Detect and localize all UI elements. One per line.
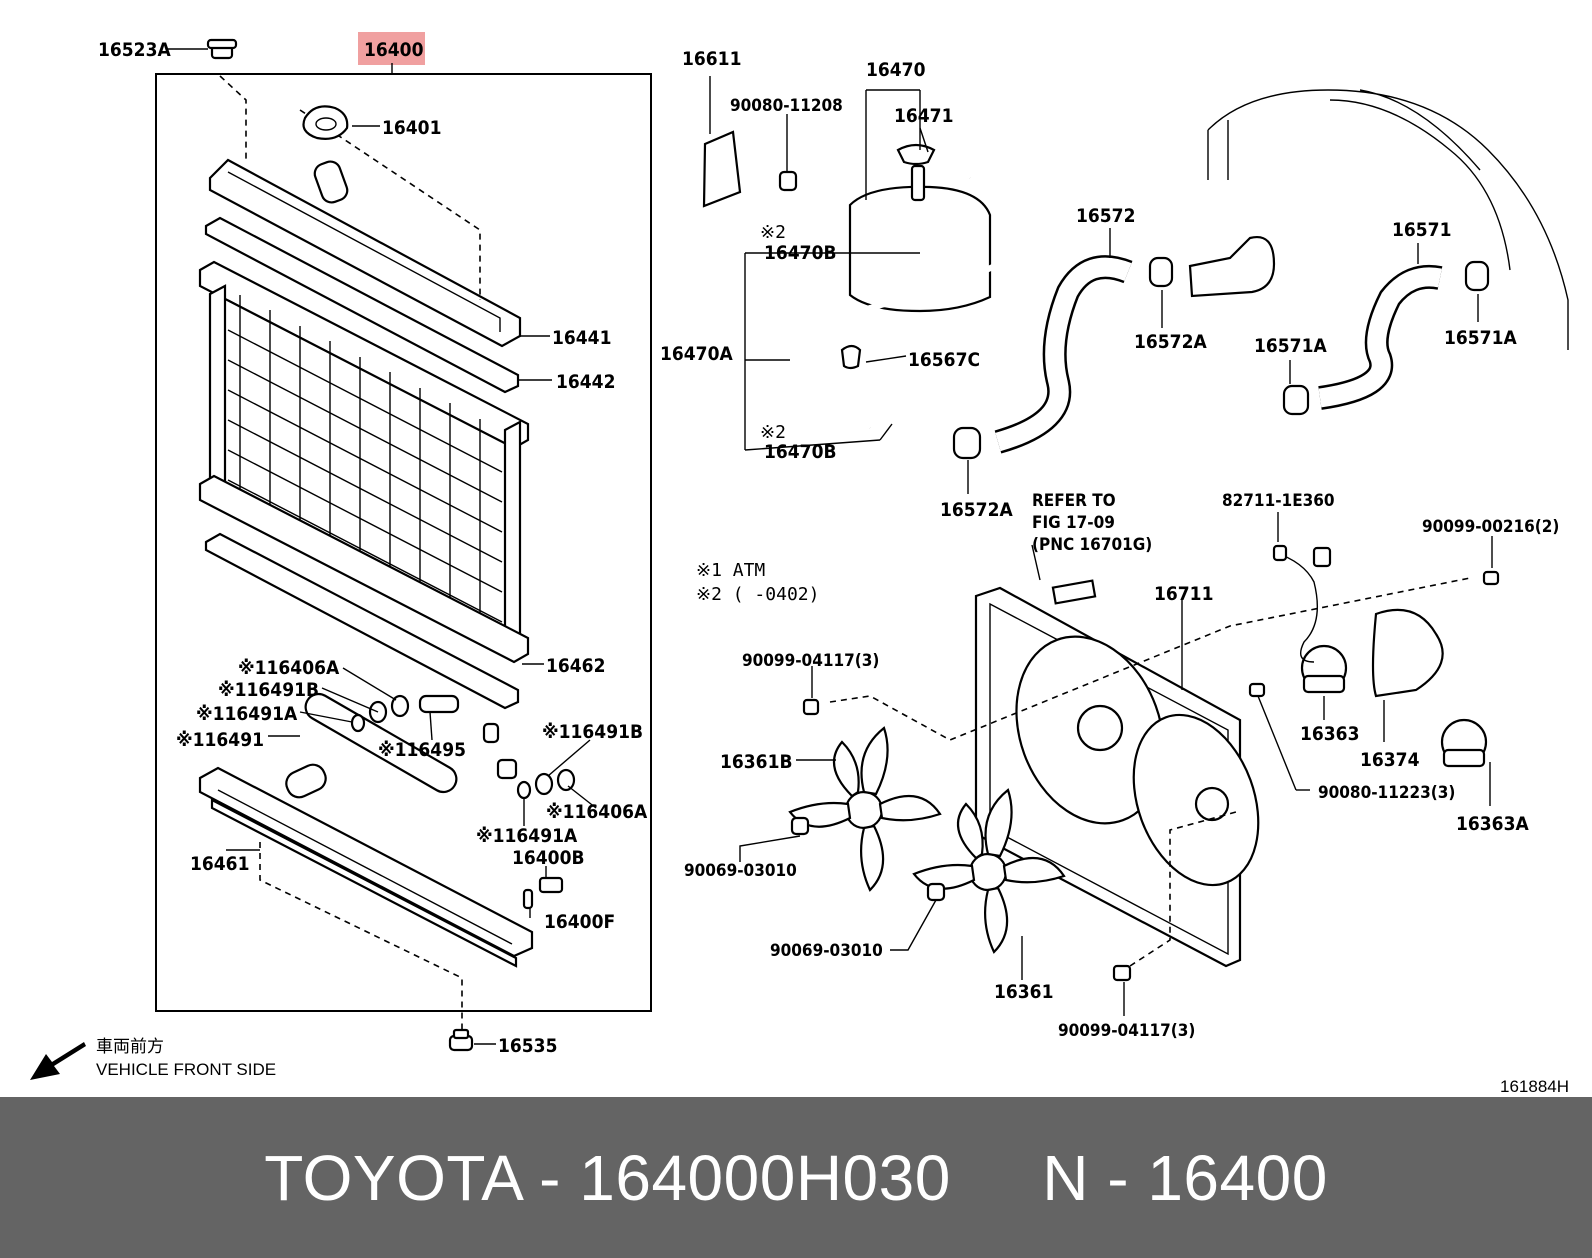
label-16363: 16363 (1300, 723, 1359, 745)
fan-blade-icon (788, 726, 942, 892)
label-16462: 16462 (546, 655, 605, 677)
lower-tank-icon (198, 763, 534, 968)
label-90080-11208: 90080-11208 (730, 96, 843, 116)
fan-shroud-group (30, 512, 1500, 1080)
vehicle-front-jp: 車両前方 (96, 1037, 164, 1056)
label-16495: ※116495 (378, 739, 466, 761)
label-16374: 16374 (1360, 749, 1420, 771)
reservoir-group (702, 76, 1569, 494)
fan-motor-icon-2 (1440, 718, 1488, 768)
highlight-16400 (358, 32, 425, 65)
water-outlet-icon (1188, 235, 1276, 298)
radiator-assembly-group (155, 32, 652, 1052)
label-16470B-bottom: 16470B (764, 441, 837, 463)
label-16491A-left: ※116491A (196, 703, 298, 725)
label-16442: 16442 (556, 371, 615, 393)
label-16361B: 16361B (720, 751, 793, 773)
hose-clamp-icon-2 (1148, 256, 1174, 288)
figure-code: 161884H (1500, 1077, 1569, 1096)
legend-note-1: ※1 ATM (696, 560, 765, 581)
vehicle-front-arrow-icon (30, 1042, 86, 1080)
screw-icon-2 (1248, 682, 1266, 698)
label-90099-00216: 90099-00216(2) (1422, 517, 1559, 537)
label-16572: 16572 (1076, 205, 1135, 227)
radiator-parts-diagram: 16523A 16400 16401 16441 16442 16462 ※11… (30, 32, 1569, 1096)
label-90069-03010-a: 90069-03010 (684, 861, 797, 881)
assembly-frame (155, 73, 652, 1012)
label-16470: 16470 (866, 59, 926, 81)
label-16572A-top: 16572A (1134, 331, 1207, 353)
radiator-core-icon (198, 260, 530, 664)
refer-text-line3: (PNC 16701G) (1032, 535, 1152, 555)
note-2-bottom: ※2 (760, 422, 786, 443)
hose-clamp-icon-5 (1282, 384, 1310, 416)
label-16491A-right: ※116491A (476, 825, 578, 847)
bolt-icon (778, 170, 798, 192)
label-16571: 16571 (1392, 219, 1451, 241)
legend-note-2: ※2 ( -0402) (696, 584, 819, 605)
label-16471: 16471 (894, 105, 953, 127)
label-16470A: 16470A (660, 343, 733, 365)
label-16567C: 16567C (908, 349, 980, 371)
refer-text-line1: REFER TO (1032, 491, 1116, 511)
label-16406A-right: ※116406A (546, 801, 648, 823)
label-16491B-right: ※116491B (542, 721, 643, 743)
label-90080-11223: 90080-11223(3) (1318, 783, 1455, 803)
label-16400F: 16400F (544, 911, 615, 933)
label-16441: 16441 (552, 327, 611, 349)
label-16461: 16461 (190, 853, 249, 875)
engine-outline-icon (1207, 89, 1569, 350)
footer-bar: TOYOTA - 164000H030 N - 16400 (0, 1097, 1592, 1258)
vehicle-front-en: VEHICLE FRONT SIDE (96, 1060, 276, 1079)
label-16491B-left: ※116491B (218, 679, 319, 701)
label-90099-04117-top: 90099-04117(3) (742, 651, 879, 671)
wiring-harness-icon (1273, 551, 1319, 663)
refer-text-line2: FIG 17-09 (1032, 513, 1115, 533)
label-16361: 16361 (994, 981, 1053, 1003)
note-2-top: ※2 (760, 222, 786, 243)
fan-motor-icon (1300, 644, 1348, 694)
label-16523A: 16523A (98, 39, 171, 61)
label-16711: 16711 (1154, 583, 1213, 605)
label-16470B-top: 16470B (764, 242, 837, 264)
label-16491-left: ※116491 (176, 729, 264, 751)
nut-icon-2 (926, 882, 946, 902)
motor-bracket-icon (1371, 608, 1444, 698)
radiator-cap-icon (206, 38, 238, 60)
label-16363A: 16363A (1456, 813, 1529, 835)
lower-gasket-icon (204, 532, 520, 710)
label-16400: 16400 (364, 39, 424, 61)
label-90099-04117-bottom: 90099-04117(3) (1058, 1021, 1195, 1041)
hose-clamp-icon-4 (1464, 260, 1490, 292)
label-16571A-right: 16571A (1444, 327, 1517, 349)
label-16535: 16535 (498, 1035, 557, 1057)
label-16400B: 16400B (512, 847, 585, 869)
bracket-icon (702, 130, 742, 208)
screw-icon (1482, 570, 1500, 586)
label-16401: 16401 (382, 117, 441, 139)
fan-blade-icon-2 (912, 788, 1066, 954)
label-16611: 16611 (682, 48, 741, 70)
label-16572A-bottom: 16572A (940, 499, 1013, 521)
hose-clamp-icon-3 (952, 426, 982, 460)
label-90069-03010-b: 90069-03010 (770, 941, 883, 961)
filler-gasket-icon (302, 105, 349, 140)
hose-clamp-icon (840, 344, 862, 370)
nut-icon (790, 816, 810, 836)
upper-tank-icon (208, 109, 522, 348)
label-16571A-left: 16571A (1254, 335, 1327, 357)
screw-icon-4 (1112, 964, 1132, 982)
label-16406A-left: ※116406A (238, 657, 340, 679)
screw-icon-3 (802, 698, 820, 716)
part-number-caption: TOYOTA - 164000H030 N - 16400 (264, 1141, 1328, 1214)
drain-plug-icon (448, 1028, 474, 1052)
label-82711-1E360: 82711-1E360 (1222, 491, 1335, 511)
reservoir-cap-icon (896, 143, 936, 166)
upper-gasket-icon (204, 216, 520, 394)
